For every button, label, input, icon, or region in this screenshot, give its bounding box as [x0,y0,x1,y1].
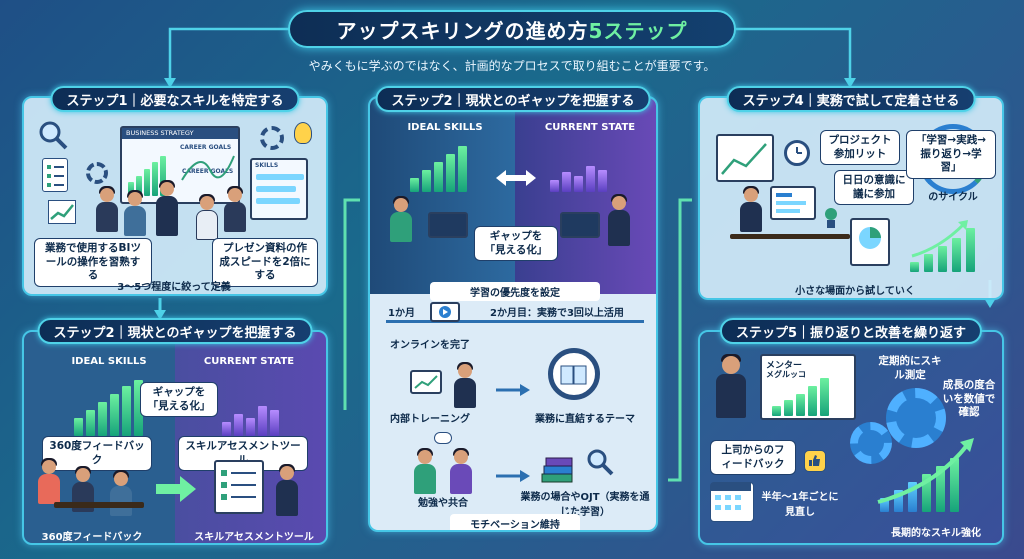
current-state-heading: CURRENT STATE [544,122,636,133]
training-screen [410,370,442,394]
boss-feedback: 上司からのフィードバック [710,440,796,476]
mentor-label-2: メグルッコ [766,370,806,379]
board-bar-chart [128,152,172,196]
thumbs-up-icon [804,450,826,472]
arrow-right-icon [496,384,530,396]
step5-title: ステップ5｜振り返りと改善を繰り返す [719,318,983,344]
growth-arrow-icon [911,220,968,258]
periodic-measurement: 定期的にスキル測定 [878,355,942,381]
monitor [770,186,816,220]
presentation-board [716,134,774,182]
lightbulb-icon [294,122,312,144]
arrow-right-icon [496,470,530,482]
step1-panel: BUSINESS STRATEGY CAREER GOALS CAREER GO… [22,96,328,296]
gear-icon [886,388,946,448]
step5-panel: メンター メグルッコ 定期的にスキル測定 成長の度合いを数値で確認 上司からのフ… [698,330,1004,545]
ideal-skills-chart [74,376,174,436]
online-complete: オンラインを完了 [390,340,470,351]
chart-icon [48,200,76,224]
skills-board: SKILLS [250,158,308,220]
growth-arrow-icon [877,438,974,504]
book-search-icon [548,348,600,400]
priority-label: 学習の優先度を設定 [430,282,600,301]
bubble-meeting: 日日の意識に議に参加 [834,170,914,206]
learning-cycle-label: 「学習→実践→振り返り→学習」 [906,130,996,179]
timeline-month1: 1か月 [388,308,415,319]
green-arrow-icon [156,476,196,502]
current-state-chart [550,158,630,192]
step4-caption: 小さな場面から試していく [795,286,915,297]
title-accent: 5ステップ [588,18,688,43]
board-goals-label: CAREER GOALS [180,144,232,151]
exchange-arrow-icon [496,170,536,186]
skill-label-presentation: プレゼン資料の作成スピードを2倍にする [212,238,318,287]
study-together: 勉強や共合 [418,498,468,509]
growth-measurement: 成長の度合いを数値で確認 [942,379,996,419]
current-state-heading: CURRENT STATE [203,356,295,367]
ideal-skills-chart [410,142,490,192]
long-term-caption: 長期的なスキル強化 [891,528,981,539]
step2-center-title: ステップ2｜現状とのギャップを把握する [375,86,651,112]
tag-360-feedback: 360度フィードバック [42,436,152,472]
meeting-table [54,502,144,508]
step2-center-panel: IDEAL SKILLS CURRENT STATE ギャップを「見える化」 学… [368,96,658,532]
report-document [850,218,890,266]
work-related-theme: 業務に直結するテーマ [535,414,635,425]
gap-visualization-label: ギャップを「見える化」 [474,226,558,262]
board-goals-label-2: CAREER GOALS [182,168,234,175]
internal-training: 内部トレーニング [390,414,470,425]
skills-board-title: SKILLS [255,162,279,169]
search-icon [586,448,614,476]
gap-visualization-label: ギャップを「見える化」 [140,382,218,418]
desk [730,234,850,239]
gear-icon [850,422,892,464]
timeline-line [386,320,644,323]
step2-left-title: ステップ2｜現状とのギャップを把握する [37,318,313,344]
page-subtitle: やみくもに学ぶのではなく、計画的なプロセスで取り組むことが重要です。 [308,59,716,73]
ideal-skills-heading: IDEAL SKILLS [71,356,147,367]
speech-bubble-icon [434,432,452,444]
mentor-chart: メンター メグルッコ [760,354,856,420]
caption-360-feedback: 360度フィードバック [41,532,143,543]
bubble-project: プロジェクト参加リット [820,130,900,166]
plant-icon [824,208,838,228]
title-main: アップスキリングの進め方 [336,18,589,43]
checklist-icon [42,158,68,192]
mentor-label: メンター [766,361,803,371]
step1-title: ステップ1｜必要なスキルを特定する [50,86,300,112]
caption-skill-assessment: スキルアセスメントツール [194,532,314,543]
laptop [560,212,600,238]
calendar-icon [710,482,754,522]
step2-left-panel: IDEAL SKILLS CURRENT STATE ギャップを「見える化」 3… [22,330,328,545]
gear-icon [86,162,108,184]
assessment-document [214,460,264,514]
long-term-chart [880,448,990,512]
books-icon [540,454,580,484]
gear-icon [260,126,284,150]
ideal-skills-heading: IDEAL SKILLS [407,122,483,133]
current-state-chart [222,392,302,436]
ojt-learning: 業務の場合やOJT（実務を通じた学習） [520,492,650,518]
growth-chart [910,224,990,272]
cycle-caption: のサイクル [928,192,978,203]
board-title: BUSINESS STRATEGY [122,128,238,139]
motivation-label: モチベーション維持 [450,514,580,530]
video-course-icon [430,302,460,322]
step4-title: ステップ4｜実務で試して定着させる [726,86,976,112]
step4-panel: プロジェクト参加リット 日日の意識に議に参加 「学習→実践→振り返り→学習」 の… [698,96,1004,300]
step1-caption: 3〜5つ程度に絞って定義 [117,282,231,293]
laptop [428,212,468,238]
review-period: 半年〜1年ごとに見直し [761,492,839,518]
clock-icon [784,140,810,166]
skill-label-bi-tool: 業務で使用するBIツールの操作を習熟する [34,238,152,287]
magnifier-icon [38,120,68,150]
timeline-month2: 2か月目：実務で3回以上活用 [490,308,624,319]
